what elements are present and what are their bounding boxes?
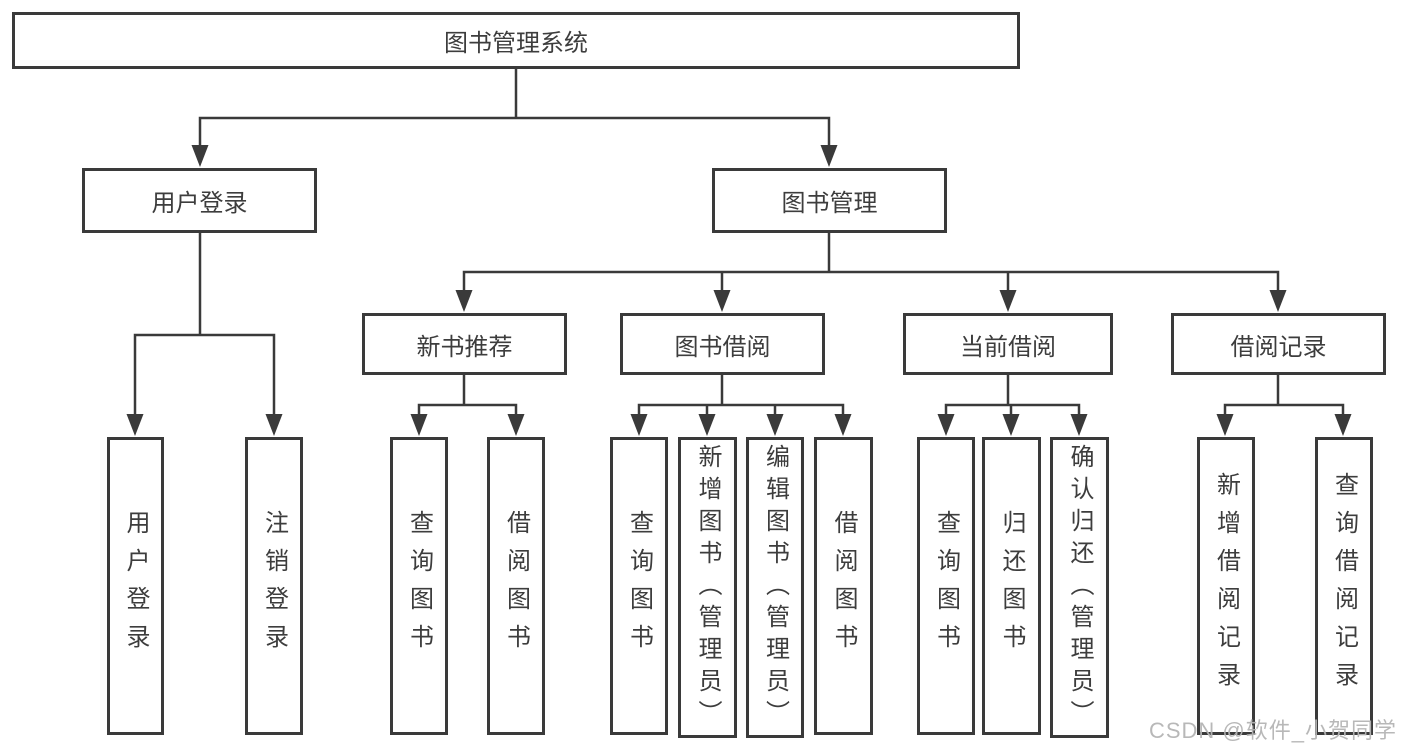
node-cb-query-books: 查询图书 — [917, 437, 975, 735]
connector-root-to-level2 — [191, 68, 838, 167]
node-bb-add-books-admin: 新增图书（管理员） — [678, 437, 737, 738]
arrowhead-icon — [834, 414, 852, 436]
arrowhead-icon — [191, 145, 209, 167]
node-bb-edit-books-admin: 编辑图书（管理员） — [746, 437, 804, 738]
connector-book-borrowing-children — [630, 375, 852, 436]
arrowhead-icon — [937, 414, 955, 436]
arrowhead-icon — [999, 290, 1017, 312]
arrowhead-icon — [698, 414, 716, 436]
connector-new-book-recommend-children — [410, 375, 525, 436]
csdn-watermark: CSDN @软件_小贺同学 — [1148, 718, 1397, 743]
node-bb-borrow-books: 借阅图书 — [814, 437, 873, 735]
node-cb-return-books: 归还图书 — [982, 437, 1041, 735]
arrowhead-icon — [1070, 414, 1088, 436]
arrowhead-icon — [1002, 414, 1020, 436]
connector-current-borrowing-children — [937, 375, 1088, 436]
node-bb-query-books: 查询图书 — [610, 437, 668, 735]
node-br-query-record: 查询借阅记录 — [1315, 437, 1373, 735]
connector-borrowing-records-children — [1216, 375, 1352, 436]
arrowhead-icon — [820, 145, 838, 167]
arrowhead-icon — [630, 414, 648, 436]
node-logout: 注销登录 — [245, 437, 303, 735]
arrowhead-icon — [126, 414, 144, 436]
node-user-login: 用户登录 — [107, 437, 164, 735]
arrowhead-icon — [1269, 290, 1287, 312]
connector-user-login-children — [126, 233, 283, 436]
node-borrowing-records: 借阅记录 — [1171, 313, 1386, 375]
node-br-add-record: 新增借阅记录 — [1197, 437, 1255, 735]
arrowhead-icon — [766, 414, 784, 436]
node-nbr-borrow-books: 借阅图书 — [487, 437, 545, 735]
node-nbr-query-books: 查询图书 — [390, 437, 448, 735]
node-root: 图书管理系统 — [12, 12, 1020, 69]
node-book-management: 图书管理 — [712, 168, 947, 233]
arrowhead-icon — [410, 414, 428, 436]
arrowhead-icon — [1216, 414, 1234, 436]
arrowhead-icon — [455, 290, 473, 312]
node-book-borrowing: 图书借阅 — [620, 313, 825, 375]
node-current-borrowing: 当前借阅 — [903, 313, 1113, 375]
node-user-login-group: 用户登录 — [82, 168, 317, 233]
arrowhead-icon — [507, 414, 525, 436]
arrowhead-icon — [265, 414, 283, 436]
connector-book-management-children — [455, 233, 1287, 312]
node-new-book-recommend: 新书推荐 — [362, 313, 567, 375]
arrowhead-icon — [1334, 414, 1352, 436]
node-cb-confirm-return-admin: 确认归还（管理员） — [1050, 437, 1109, 738]
arrowhead-icon — [713, 290, 731, 312]
